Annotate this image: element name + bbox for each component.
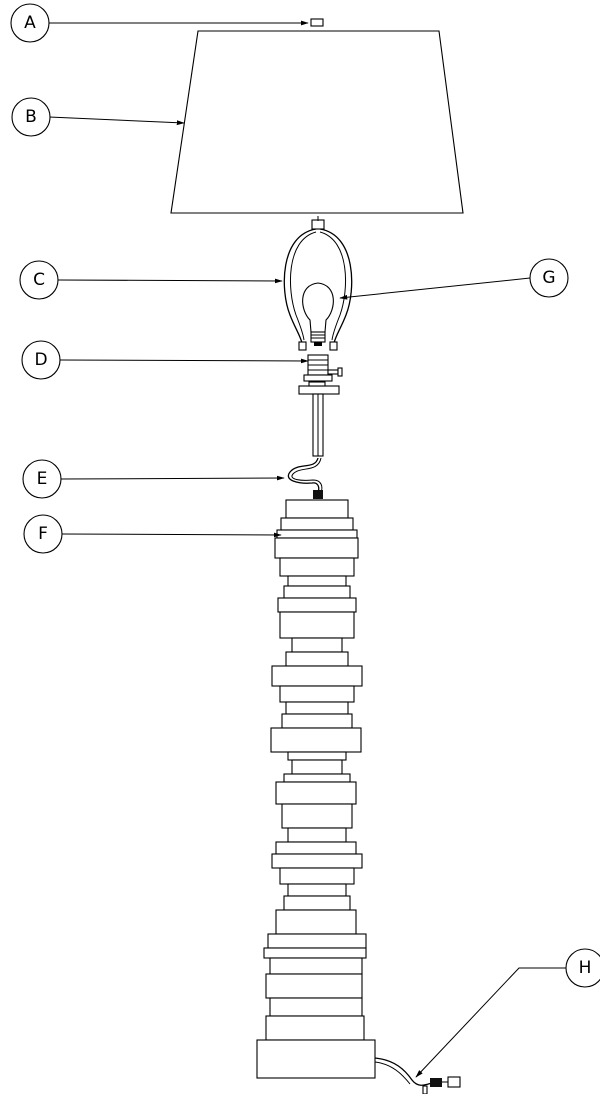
callout-D: D [21,340,61,380]
callout-F: F [23,514,63,554]
leader-B [48,116,185,126]
leader-H [415,967,566,1078]
callout-G-label: G [542,268,555,288]
leader-C [57,278,283,284]
part-lamp-body [256,499,376,1079]
part-cord [287,457,323,499]
part-harp [283,216,353,351]
callout-G: G [529,258,569,298]
callout-H-label: H [579,958,592,978]
callout-D-label: D [34,350,47,370]
part-plug [374,1057,461,1094]
leader-F [61,532,282,538]
part-socket [298,354,343,457]
part-finial [310,18,324,27]
callout-F-label: F [38,524,48,544]
part-bulb [302,282,334,346]
callout-H: H [565,948,600,988]
callout-E-label: E [37,469,48,489]
leader-D [59,358,309,364]
callout-C-label: C [33,270,45,290]
callout-E: E [22,459,62,499]
callout-B: B [11,97,51,137]
part-lampshade [170,30,464,214]
callout-A-label: A [24,13,36,33]
callout-A: A [10,3,50,43]
leader-E [60,475,285,481]
leader-G [339,277,531,300]
callout-C: C [19,260,59,300]
callout-B-label: B [25,107,37,127]
